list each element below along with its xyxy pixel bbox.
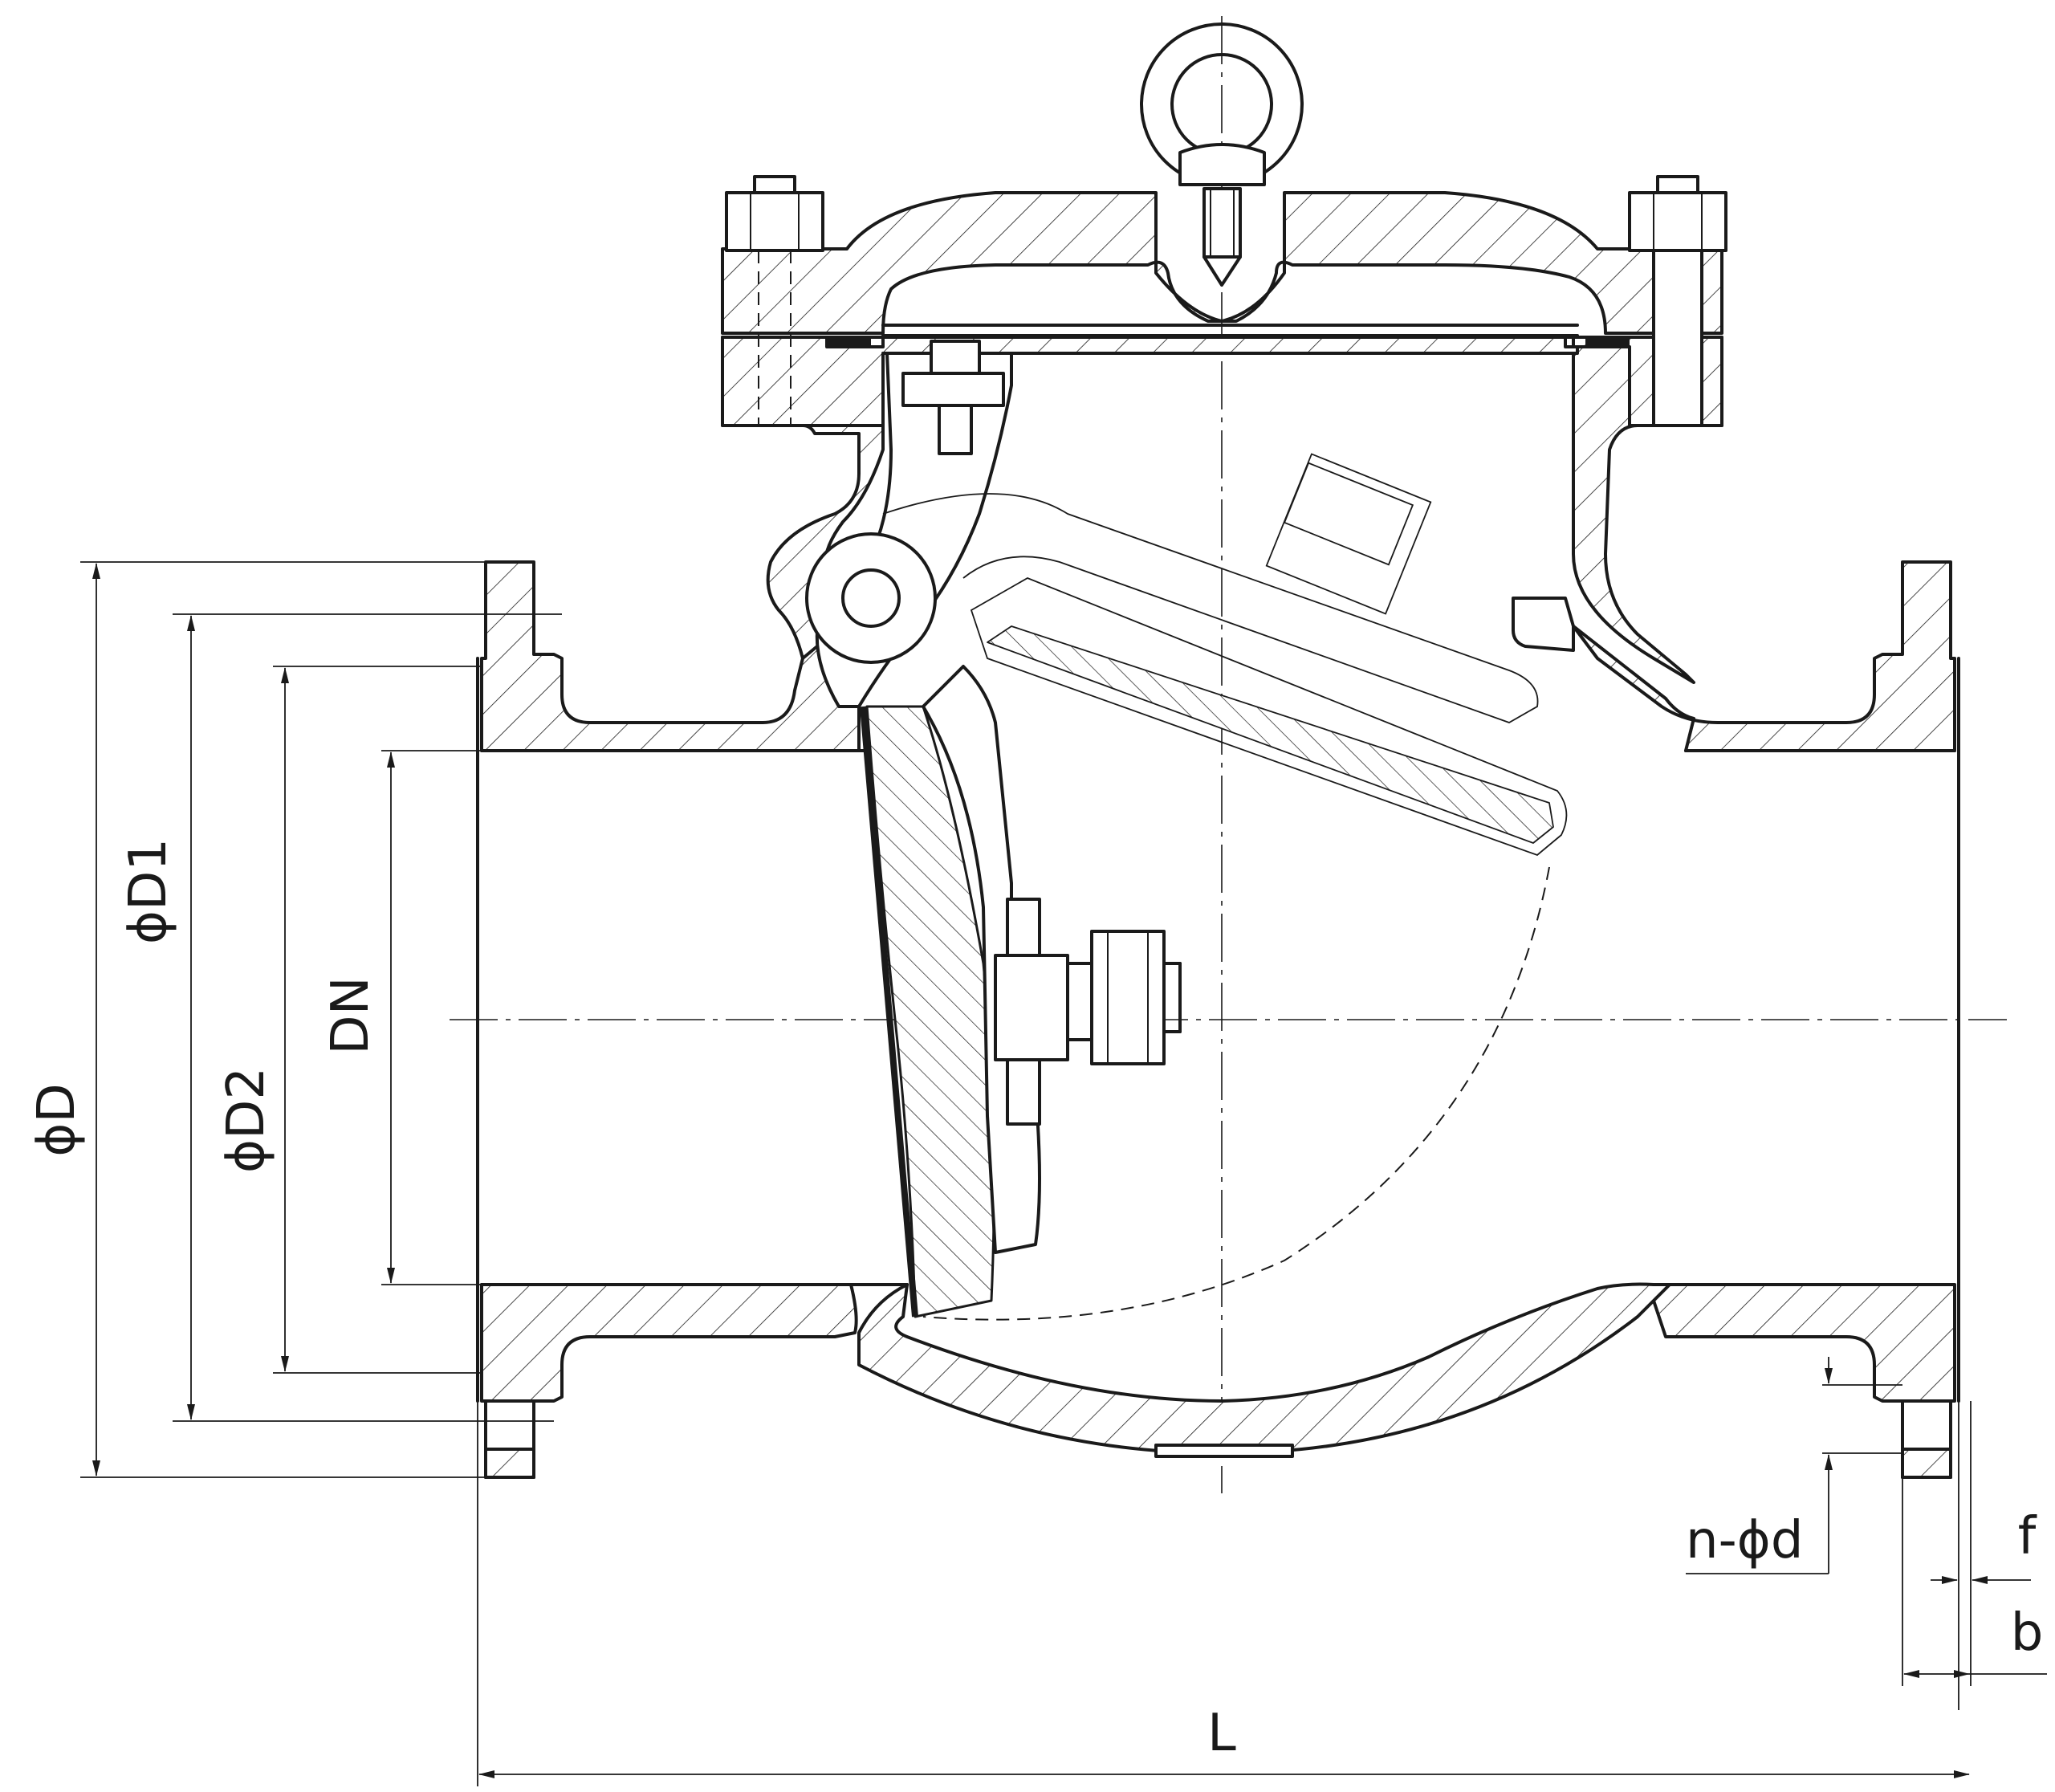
bracket-pad: [901, 372, 1005, 407]
right-cover-gasket: [1585, 337, 1630, 347]
hinge-boss: [805, 532, 937, 664]
seat-ring: [860, 706, 918, 1318]
label-b: b: [2011, 1603, 2044, 1663]
eye-bolt-shank: [1202, 187, 1242, 259]
dimensions: ϕD ϕD1 ϕD2 DN n-ϕd f b L: [27, 561, 2047, 1786]
label-dn: DN: [321, 976, 380, 1054]
right-flange-upper: [1572, 560, 1956, 752]
disc-swing-arc: [922, 866, 1550, 1321]
body-bottom-belly: [857, 1282, 1671, 1455]
left-bolt-tip: [753, 175, 796, 194]
label-d1: ϕD1: [119, 838, 178, 944]
label-bolt-holes: n-ϕd: [1686, 1511, 1804, 1570]
left-bolt-nut: [725, 191, 824, 252]
valve-body: [476, 336, 1960, 1479]
left-cover-bolt: [725, 175, 824, 426]
right-bolt-slot-bottom: [1901, 1448, 1952, 1479]
left-cover-gasket: [827, 337, 871, 347]
left-flange-lower: [480, 1283, 858, 1479]
disc-nut-right: [1090, 930, 1166, 1065]
right-stud: [1652, 249, 1703, 427]
eye-bolt-collar: [1178, 143, 1266, 186]
disc-closed: [860, 665, 1182, 1318]
open-disc-outline: [970, 577, 1568, 857]
disc-face: [865, 705, 995, 1318]
eye-bolt-tip: [1202, 255, 1242, 287]
bracket-screw: [938, 404, 973, 455]
label-l: L: [1207, 1704, 1236, 1763]
disc-nut-left: [994, 954, 1069, 1061]
hinge-pin: [841, 568, 901, 628]
disc-open-position: [882, 453, 1568, 1321]
cover-body: [721, 191, 1723, 335]
right-bolt-tip: [1656, 175, 1699, 194]
left-bolt-slot-bottom: [484, 1448, 535, 1479]
drain-boss: [1154, 1444, 1294, 1458]
open-arm-outline: [882, 493, 1539, 723]
label-f: f: [2018, 1507, 2037, 1566]
right-bolt-nut: [1628, 191, 1727, 252]
label-d: ϕD: [27, 1083, 87, 1157]
disc-washer: [1066, 962, 1093, 1041]
eye-bolt: [1140, 22, 1304, 287]
right-cover-bolt: [1628, 175, 1727, 427]
open-disc-nut-top: [1283, 462, 1414, 566]
right-stop-lug: [1512, 597, 1575, 652]
bonnet-cover: [721, 191, 1723, 347]
open-disc-nut: [1265, 453, 1432, 615]
open-disc-face: [987, 625, 1554, 844]
label-d2: ϕD2: [217, 1067, 276, 1173]
bracket-screw-head: [930, 340, 981, 375]
hinge-bracket: [805, 340, 1013, 708]
